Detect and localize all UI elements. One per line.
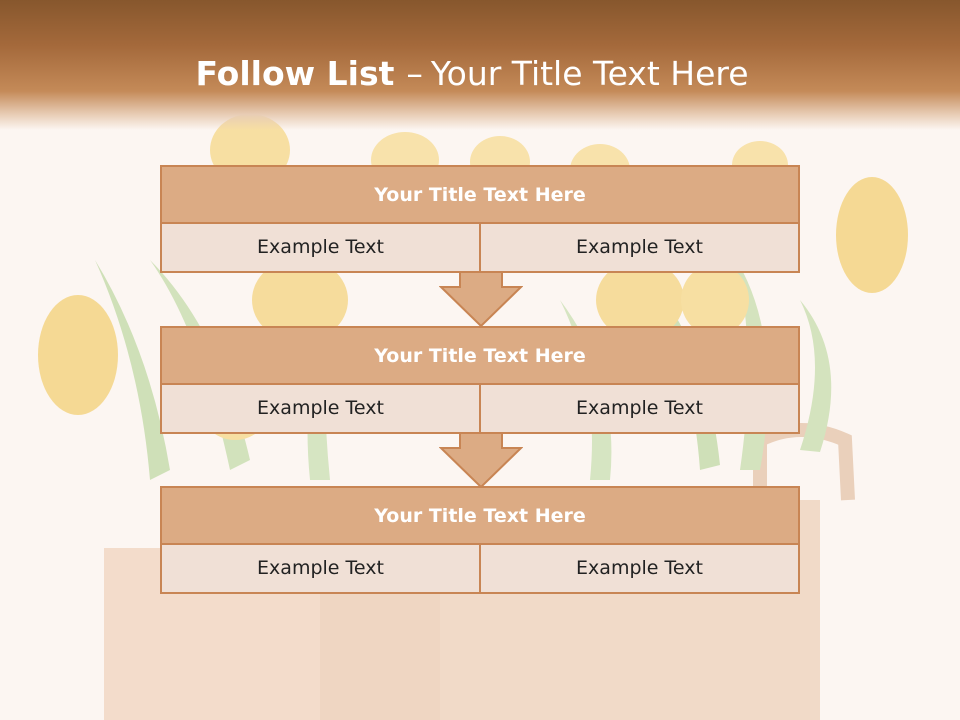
title-bar xyxy=(0,0,960,130)
block-cell-left: Example Text xyxy=(257,557,384,579)
block-cell-left: Example Text xyxy=(257,397,384,419)
block-title: Your Title Text Here xyxy=(162,167,798,224)
list-block-2: Your Title Text Here Example Text Exampl… xyxy=(160,326,800,434)
down-arrow-icon xyxy=(439,431,523,489)
block-cell-right: Example Text xyxy=(479,545,798,592)
slide-title: Follow List–Your Title Text Here xyxy=(0,54,944,93)
block-cell-right: Example Text xyxy=(479,385,798,432)
list-block-1: Your Title Text Here Example Text Exampl… xyxy=(160,165,800,273)
block-row: Example Text Example Text xyxy=(162,224,798,271)
block-cell-left: Example Text xyxy=(257,236,384,258)
slide-title-dash: – xyxy=(406,54,423,93)
block-row: Example Text Example Text xyxy=(162,385,798,432)
block-cell-right: Example Text xyxy=(479,224,798,271)
block-title: Your Title Text Here xyxy=(162,488,798,545)
block-row: Example Text Example Text xyxy=(162,545,798,592)
list-block-3: Your Title Text Here Example Text Exampl… xyxy=(160,486,800,594)
down-arrow-icon xyxy=(439,270,523,328)
slide-title-rest: Your Title Text Here xyxy=(430,54,749,93)
slide-title-bold: Follow List xyxy=(195,54,395,93)
block-title: Your Title Text Here xyxy=(162,328,798,385)
